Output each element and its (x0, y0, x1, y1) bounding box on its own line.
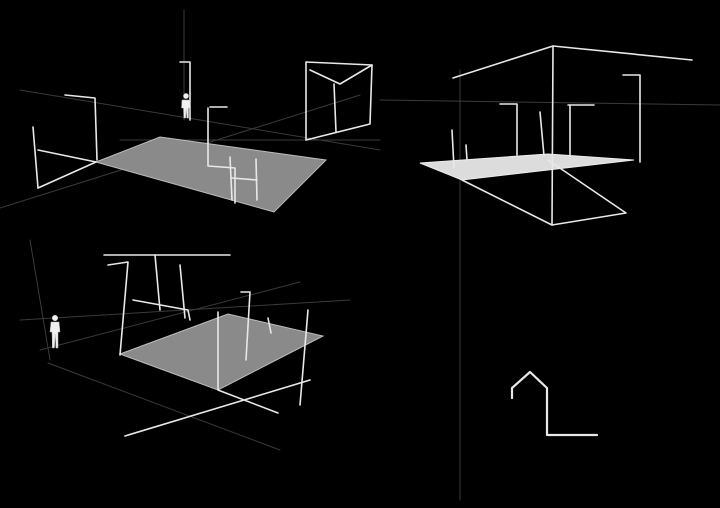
human-figure (181, 93, 191, 119)
wireframe-frames (451, 45, 693, 226)
wireframe-frames (32, 61, 373, 204)
house-outline-symbol (510, 370, 599, 437)
human-figure (49, 314, 61, 349)
view-bottom-right (510, 370, 599, 437)
floor-plane (118, 313, 325, 391)
wireframe-frames (103, 254, 311, 437)
floor-plane (94, 136, 328, 213)
view-top-right (379, 45, 720, 501)
floor-plane (419, 153, 635, 181)
view-top-left (0, 9, 381, 213)
guide-lines (379, 69, 720, 501)
view-bottom-left (19, 239, 351, 451)
